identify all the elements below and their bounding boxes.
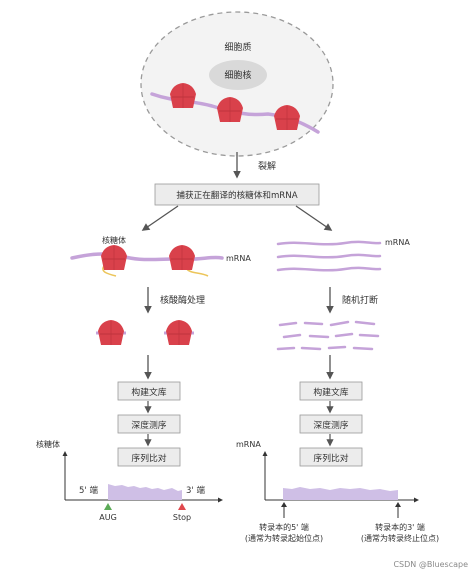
left-alignment-box: [117, 447, 181, 467]
three-prime-note-detail: (通常为转录终止位点): [361, 533, 439, 543]
stop-triangle-icon: [178, 503, 186, 510]
three-prime-note: 转录本的3' 端: [375, 522, 425, 532]
ribosome-shape: [165, 319, 193, 346]
start-triangle-icon: [104, 503, 112, 510]
nucleus-label: 细胞核: [224, 69, 251, 81]
ribosome-protected-fragments: [96, 319, 194, 346]
start-codon-label: AUG: [99, 513, 117, 522]
ribosome-shape: [100, 244, 128, 271]
mrna-coverage-profile: [283, 487, 398, 500]
mrna-strand: [276, 266, 382, 272]
ribosome-mrna-complex: 核糖体 mRNA: [70, 235, 251, 277]
right-alignment-box: [299, 447, 363, 467]
mrna-fragment: [278, 320, 376, 327]
left-library-label: 构建文库: [131, 386, 166, 398]
up-arrow-icon: [281, 502, 287, 507]
cytoplasm-label: 细胞质: [224, 41, 251, 53]
ribosome-coverage-profile: [108, 484, 182, 500]
cell-illustration: 细胞质 细胞核: [140, 11, 334, 157]
left-branch-arrow: [141, 205, 179, 231]
ribosome-label: 核糖体: [102, 235, 126, 245]
left-three-prime-label: 3' 端: [186, 485, 205, 496]
mrna-strand: [276, 253, 382, 259]
peptide-chain: [102, 265, 117, 277]
left-mrna-label: mRNA: [226, 254, 251, 263]
left-alignment-label: 序列比对: [131, 452, 166, 464]
capture-label: 捕获正在翻译的核糖体和mRNA: [176, 189, 297, 201]
left-plot-ylabel: 核糖体: [36, 439, 60, 449]
lysis-label: 裂解: [258, 160, 276, 172]
mrna-strand: [276, 240, 382, 246]
right-library-box: [299, 381, 363, 401]
right-branch-arrow: [295, 205, 333, 231]
mrna-fragment: [282, 332, 380, 339]
left-sequencing-label: 深度测序: [131, 419, 166, 431]
random-break-label: 随机打断: [342, 294, 378, 306]
ribosome-coverage-plot: 核糖体 5' 端 3' 端 AUG Stop: [36, 439, 223, 522]
left-library-box: [117, 381, 181, 401]
right-plot-ylabel: mRNA: [236, 440, 261, 449]
mrna-fragment: [276, 345, 374, 351]
left-sequencing-box: [117, 414, 181, 434]
ribosome-shape: [168, 244, 196, 271]
up-arrow-icon: [395, 502, 401, 507]
five-prime-note: 转录本的5' 端: [259, 522, 309, 532]
left-five-prime-label: 5' 端: [79, 485, 98, 496]
mrna-fragments: [276, 320, 380, 351]
capture-box: [154, 183, 320, 206]
watermark: CSDN @Bluescape: [393, 560, 468, 569]
mrna-strand: [70, 252, 224, 262]
five-prime-note-detail: (通常为转录起始位点): [245, 533, 323, 543]
nuclease-label: 核酸酶处理: [160, 294, 205, 306]
right-library-label: 构建文库: [313, 386, 348, 398]
right-mrna-label: mRNA: [385, 238, 410, 247]
right-alignment-label: 序列比对: [313, 452, 348, 464]
nucleus: [209, 60, 267, 90]
ribosome-shape: [97, 319, 125, 346]
right-sequencing-label: 深度测序: [313, 419, 348, 431]
mrna-strands: mRNA: [276, 238, 410, 272]
stop-codon-label: Stop: [173, 513, 191, 522]
right-sequencing-box: [299, 414, 363, 434]
mrna-coverage-plot: mRNA 转录本的5' 端 (通常为转录起始位点) 转录本的3' 端 (通常为转…: [236, 440, 439, 543]
